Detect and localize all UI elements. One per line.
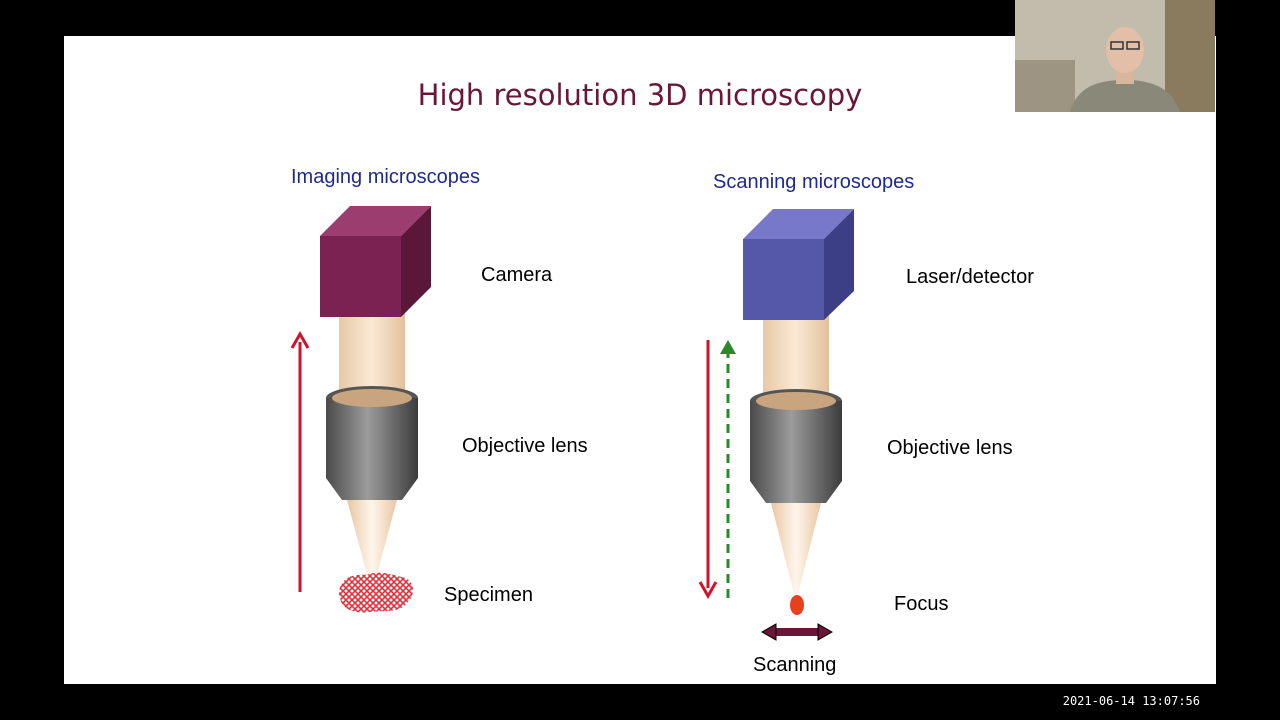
heading-scanning-microscopes: Scanning microscopes <box>713 171 915 193</box>
scanning-microscope-illustration <box>698 209 854 641</box>
camera-cube <box>320 206 431 317</box>
slide-title: High resolution 3D microscopy <box>417 78 863 112</box>
label-focus: Focus <box>894 593 949 615</box>
label-camera: Camera <box>481 264 553 286</box>
focus-spot <box>790 595 804 615</box>
label-objective-lens-left: Objective lens <box>462 435 588 457</box>
specimen-blob <box>338 572 413 613</box>
label-laser-detector: Laser/detector <box>906 266 1034 288</box>
label-specimen: Specimen <box>444 584 533 606</box>
label-scanning: Scanning <box>753 654 837 676</box>
presenter-figure <box>1015 0 1215 112</box>
slide: High resolution 3D microscopy Imaging mi… <box>64 36 1216 684</box>
imaging-microscope-illustration <box>290 206 431 613</box>
laser-detector-cube <box>743 209 854 320</box>
diagram <box>290 206 854 641</box>
webcam-video-thumbnail[interactable] <box>1015 0 1215 112</box>
objective-lens-right <box>750 389 842 503</box>
objective-lens <box>326 386 418 500</box>
light-cone <box>347 500 397 578</box>
label-objective-lens-right: Objective lens <box>887 437 1013 459</box>
heading-imaging-microscopes: Imaging microscopes <box>291 166 480 188</box>
focus-cone <box>771 503 821 594</box>
optical-tube <box>339 313 405 391</box>
scanning-double-arrow <box>760 623 834 641</box>
recording-timestamp: 2021-06-14 13:07:56 <box>1062 694 1200 708</box>
optical-tube-right <box>763 316 829 394</box>
